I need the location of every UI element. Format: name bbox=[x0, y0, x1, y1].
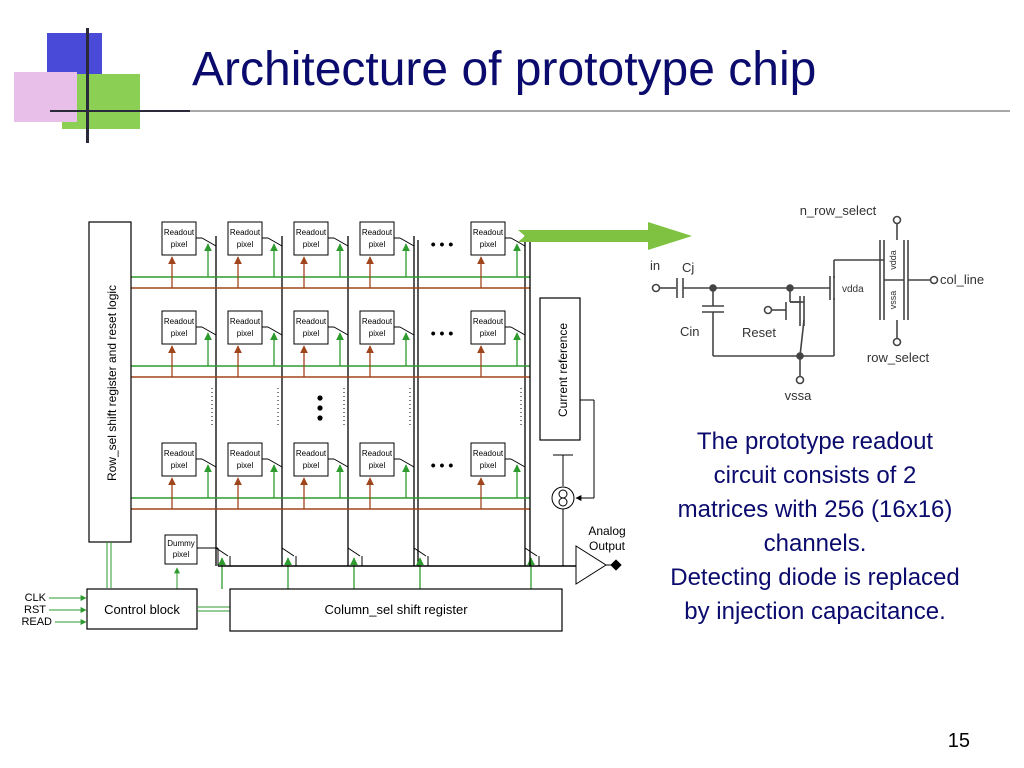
dummy-pixel: Dummy pixel bbox=[164, 534, 198, 565]
schematic-n-row-select: n_row_select bbox=[800, 203, 877, 218]
schematic-in: in bbox=[650, 258, 660, 273]
input-rst-label: RST bbox=[24, 604, 46, 616]
current-reference-label: Current reference bbox=[556, 323, 570, 417]
analog-output-buffer bbox=[575, 545, 607, 585]
current-reference: Current reference bbox=[539, 297, 581, 441]
control-block-label: Control block bbox=[104, 602, 180, 617]
description-line: matrices with 256 (16x16) bbox=[677, 496, 953, 523]
readout-pixel-label: Readout bbox=[473, 449, 504, 458]
readout-pixel-label: Readout bbox=[164, 228, 195, 237]
readout-pixel-label: Readout bbox=[296, 228, 327, 237]
description-text: The prototype readout circuit consists o… bbox=[636, 425, 994, 629]
readout-pixel-label: Readout bbox=[473, 228, 504, 237]
ellipsis-row-3: • • • bbox=[431, 457, 454, 473]
readout-pixel bbox=[359, 310, 395, 345]
readout-pixel-label: pixel bbox=[480, 461, 497, 470]
page-number: 15 bbox=[947, 730, 970, 752]
schematic-vssa: vssa bbox=[785, 388, 813, 403]
readout-pixel bbox=[161, 310, 197, 345]
description-line: circuit consists of 2 bbox=[713, 462, 917, 489]
vertical-ellipsis-dot bbox=[317, 395, 323, 401]
readout-pixel-label: Readout bbox=[164, 317, 195, 326]
readout-schematic bbox=[651, 215, 939, 385]
readout-pixel-label: Readout bbox=[230, 317, 261, 326]
readout-pixel-label: pixel bbox=[480, 329, 497, 338]
analog-output-label-2: Output bbox=[589, 539, 626, 553]
schematic-vdda-rot: vdda bbox=[888, 250, 898, 270]
readout-pixel-label: pixel bbox=[171, 329, 188, 338]
schematic-reset: Reset bbox=[742, 325, 776, 340]
readout-pixel-label: Readout bbox=[473, 317, 504, 326]
control-block: Control block bbox=[86, 588, 198, 630]
description-line: The prototype readout bbox=[696, 428, 934, 455]
input-read-label: READ bbox=[21, 616, 52, 628]
output-pad-icon bbox=[610, 559, 622, 571]
analog-output-label: Analog bbox=[588, 524, 625, 538]
readout-pixel bbox=[470, 310, 506, 345]
schematic-col-line: col_line bbox=[940, 272, 984, 287]
readout-pixel-label: pixel bbox=[171, 240, 188, 249]
schematic-cin: Cin bbox=[680, 324, 700, 339]
readout-pixel-label: pixel bbox=[303, 240, 320, 249]
description-line: by injection capacitance. bbox=[684, 598, 946, 625]
readout-pixel-label: Readout bbox=[164, 449, 195, 458]
decor-square-pink bbox=[14, 72, 77, 122]
schematic-cj: Cj bbox=[682, 260, 694, 275]
readout-pixel bbox=[293, 221, 329, 256]
svg-text:Dummy: Dummy bbox=[167, 539, 195, 548]
readout-pixel-label: pixel bbox=[480, 240, 497, 249]
readout-pixel bbox=[470, 221, 506, 256]
page-title: Architecture of prototype chip bbox=[192, 43, 817, 96]
readout-pixel bbox=[227, 221, 263, 256]
zoom-arrow-icon bbox=[518, 222, 692, 250]
readout-pixel-label: pixel bbox=[303, 329, 320, 338]
description-line: channels. bbox=[763, 530, 867, 557]
svg-text:pixel: pixel bbox=[173, 550, 190, 559]
readout-pixel-label: Readout bbox=[296, 449, 327, 458]
row-sel-label: Row_sel shift register and reset logic bbox=[105, 285, 119, 481]
readout-pixel bbox=[359, 442, 395, 477]
readout-pixel-label: pixel bbox=[303, 461, 320, 470]
readout-pixel-label: Readout bbox=[362, 449, 393, 458]
readout-pixel bbox=[227, 442, 263, 477]
readout-pixel bbox=[161, 442, 197, 477]
readout-pixel-label: Readout bbox=[230, 449, 261, 458]
description-line: Detecting diode is replaced bbox=[670, 564, 960, 591]
title-underline bbox=[50, 110, 1010, 112]
schematic-row-select: row_select bbox=[867, 350, 930, 365]
readout-pixel bbox=[359, 221, 395, 256]
vertical-ellipsis-dot bbox=[317, 415, 323, 421]
readout-pixel-label: pixel bbox=[369, 329, 386, 338]
readout-pixel-label: Readout bbox=[362, 228, 393, 237]
readout-pixel-label: Readout bbox=[230, 228, 261, 237]
title-underline-dark bbox=[50, 110, 190, 112]
column-sel-shift-register: Column_sel shift register bbox=[229, 588, 563, 632]
readout-pixel bbox=[227, 310, 263, 345]
readout-pixel-label: Readout bbox=[362, 317, 393, 326]
schematic-vdda: vdda bbox=[842, 284, 864, 295]
readout-pixel-label: pixel bbox=[237, 240, 254, 249]
schematic-vssa-rot: vssa bbox=[888, 291, 898, 310]
vertical-ellipsis-dot bbox=[317, 405, 323, 411]
decor-vertical-line bbox=[86, 28, 89, 143]
pixel-array: ReadoutpixelReadoutpixelReadoutpixelRead… bbox=[131, 221, 540, 589]
readout-pixel-label: pixel bbox=[369, 461, 386, 470]
readout-pixel-label: pixel bbox=[237, 461, 254, 470]
input-clk-label: CLK bbox=[25, 592, 47, 604]
readout-pixel-label: Readout bbox=[296, 317, 327, 326]
readout-pixel bbox=[293, 442, 329, 477]
ellipsis-row-2: • • • bbox=[431, 325, 454, 341]
readout-pixel bbox=[293, 310, 329, 345]
readout-pixel bbox=[470, 442, 506, 477]
row-sel-shift-register: Row_sel shift register and reset logic bbox=[88, 221, 132, 543]
readout-pixel-label: pixel bbox=[369, 240, 386, 249]
readout-pixel-label: pixel bbox=[171, 461, 188, 470]
ellipsis-row-1: • • • bbox=[431, 236, 454, 252]
readout-pixel bbox=[161, 221, 197, 256]
readout-pixel-label: pixel bbox=[237, 329, 254, 338]
column-sel-label: Column_sel shift register bbox=[324, 602, 468, 617]
